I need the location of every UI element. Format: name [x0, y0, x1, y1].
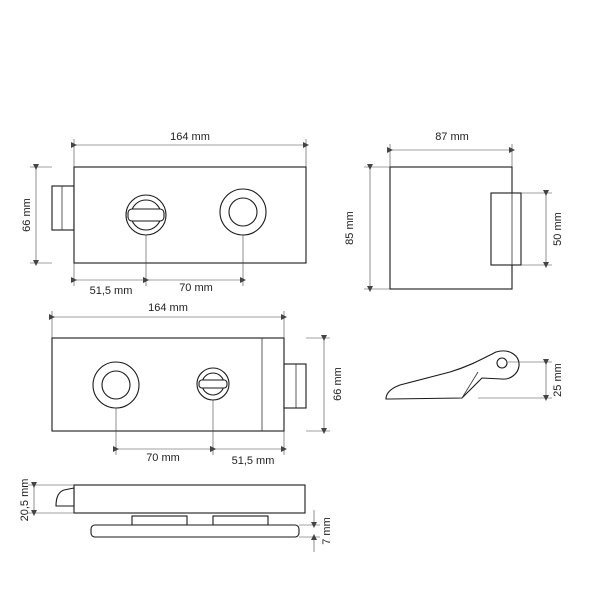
front-top-height-label: 66 mm	[21, 198, 33, 232]
bottom-view-plate-label: 7 mm	[321, 517, 333, 545]
bottom-view-mount-right	[212, 515, 269, 526]
front-bottom-body	[51, 337, 285, 432]
front-top-width-label: 164 mm	[170, 131, 210, 143]
front-top-offset-label: 51,5 mm	[90, 285, 133, 297]
front-top-spacing-label: 70 mm	[179, 282, 213, 294]
side-top-tab-label: 50 mm	[552, 212, 564, 246]
lever-body	[385, 350, 520, 400]
lever-pivot-hole	[496, 357, 508, 369]
bottom-view-body	[73, 484, 306, 514]
front-bottom-width-label: 164 mm	[148, 302, 188, 314]
front-bottom-height-label: 66 mm	[332, 367, 344, 401]
front-bottom-cylinder	[101, 370, 131, 400]
front-top-thumbturn-grip	[127, 208, 165, 222]
side-view-top: 87 mm 85 mm 50 mm	[344, 131, 564, 292]
side-top-tab	[490, 192, 522, 266]
side-top-height-label: 85 mm	[344, 211, 356, 245]
side-top-width-label: 87 mm	[435, 131, 469, 143]
front-top-cylinder	[228, 197, 258, 227]
front-top-body	[73, 166, 307, 264]
front-bottom-spacing-label: 70 mm	[146, 452, 180, 464]
front-bottom-offset-label: 51,5 mm	[232, 455, 275, 467]
bottom-view: 20,5 mm 7 mm	[19, 479, 333, 552]
lever-side-view: 25 mm	[385, 350, 564, 401]
bottom-view-height-label: 20,5 mm	[19, 479, 31, 522]
front-view-bottom: 164 mm 66 mm 70 mm 51,5 mm	[49, 302, 344, 467]
front-view-top: 164 mm 66 mm 51,5 mm 70 mm	[21, 131, 309, 297]
bottom-view-mount-left	[131, 515, 188, 526]
front-top-latch-tab	[51, 185, 75, 231]
bottom-view-latch-tip	[55, 487, 75, 507]
front-bottom-latch-tab	[283, 363, 307, 409]
lever-height-label: 25 mm	[552, 363, 564, 397]
bottom-view-plate	[90, 524, 300, 538]
lever-fold-line	[461, 371, 479, 399]
front-bottom-thumbturn-grip	[198, 379, 228, 389]
